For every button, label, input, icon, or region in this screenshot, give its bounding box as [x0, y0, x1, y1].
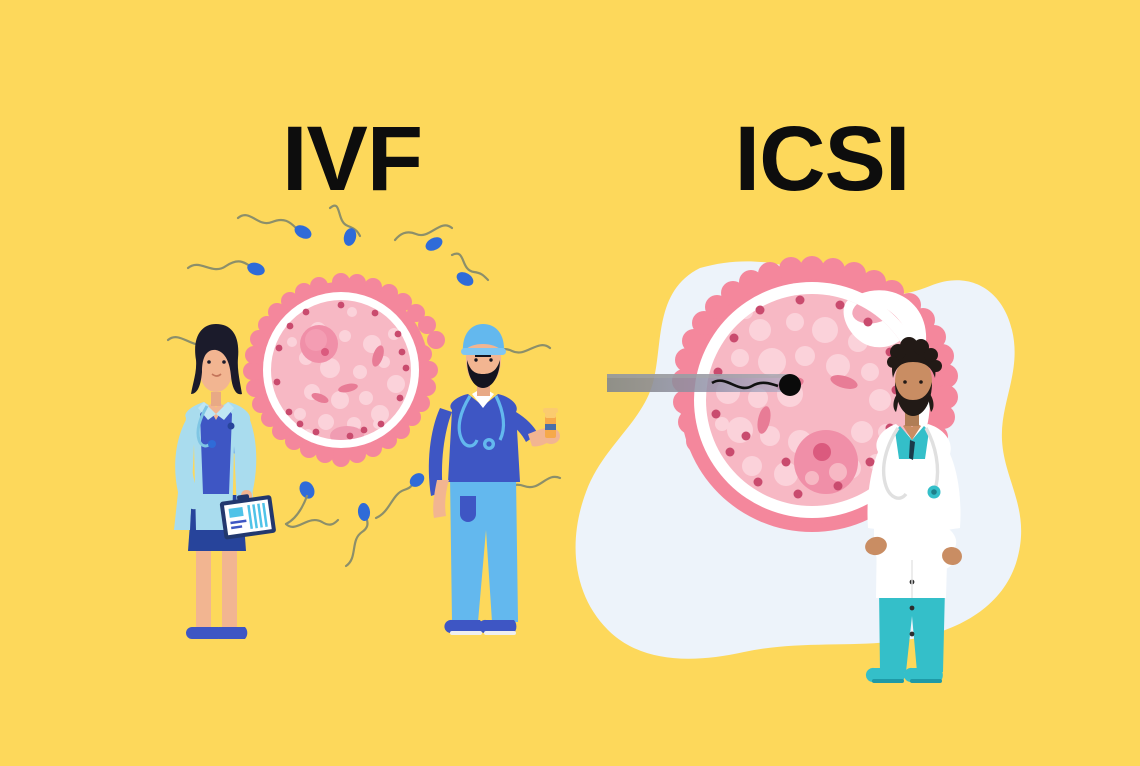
shoe-sole-right — [910, 679, 942, 683]
hand-left — [865, 536, 887, 556]
tie — [909, 440, 915, 460]
clipboard-icon — [219, 494, 276, 540]
lapel-right — [216, 402, 234, 420]
egg-cell-icon-ivf — [243, 273, 445, 467]
sperm-icon — [374, 473, 425, 520]
sperm-head — [779, 374, 801, 396]
stethoscope-icon — [196, 405, 213, 448]
shoe-right — [903, 667, 943, 682]
arm-left — [175, 420, 202, 510]
sperm-icon — [393, 224, 454, 251]
person-female-doctor — [174, 324, 276, 639]
shoe-right — [213, 627, 248, 639]
stethoscope-tube — [924, 427, 940, 487]
sleeve-right — [940, 454, 961, 530]
lapel-left — [198, 402, 216, 420]
eye-left — [474, 358, 478, 362]
sperm-group-ivf — [166, 204, 562, 568]
mouth — [211, 373, 222, 377]
person-male-surgeon — [428, 324, 560, 635]
beard — [467, 360, 500, 388]
eye-right — [222, 360, 226, 364]
leg-left — [196, 545, 211, 627]
eye-left — [207, 360, 211, 364]
eye-right — [489, 358, 493, 362]
eye-right — [919, 380, 923, 384]
stethoscope-icon — [457, 395, 479, 448]
shirt — [200, 406, 232, 494]
sperm-icon — [236, 214, 312, 239]
shoe-left — [865, 667, 905, 682]
sperm-icon — [450, 252, 490, 286]
stethoscope-chestpiece — [208, 440, 216, 448]
arm-left-sleeve — [428, 408, 452, 496]
cap-band — [461, 348, 506, 355]
panel-title-icsi: ICSI — [735, 108, 910, 210]
scrub-top — [448, 394, 520, 482]
hair — [191, 324, 242, 395]
beard — [895, 382, 932, 416]
neck — [211, 392, 221, 406]
shoe-sole-left — [450, 631, 482, 635]
neckline — [208, 403, 224, 420]
shoe-sole-right — [484, 631, 516, 635]
vial-icon — [543, 408, 558, 438]
sperm-icon — [284, 481, 340, 528]
stethoscope-icon — [881, 427, 908, 500]
stethoscope-tube — [494, 395, 506, 441]
sideburn-left — [893, 394, 899, 412]
arm-lower-crossed — [876, 538, 955, 573]
eye-left — [903, 380, 907, 384]
sideburn-right — [928, 394, 934, 412]
stethoscope-diaphragm — [486, 441, 492, 447]
shoe-left — [444, 619, 483, 633]
perimeter-dots-ivf — [273, 301, 410, 440]
person-male-doctor — [865, 337, 962, 683]
sperm-icon — [186, 260, 265, 276]
shoe-left — [186, 627, 221, 639]
shoe-right — [478, 619, 517, 633]
neckline — [903, 423, 921, 440]
hair — [887, 337, 942, 378]
forearm-left — [433, 480, 449, 518]
panel-title-ivf: IVF — [282, 108, 422, 210]
surgical-cap — [462, 324, 505, 352]
leg-right — [222, 545, 237, 627]
shoe-sole-left — [872, 679, 904, 683]
sperm-icon-injected — [711, 374, 801, 396]
trousers — [879, 588, 945, 672]
rim-highlight — [856, 290, 927, 416]
sperm-icon — [344, 503, 371, 568]
pants-pocket — [460, 496, 476, 522]
sperm-icon — [328, 204, 362, 246]
arm-right — [240, 420, 257, 494]
coat-badge — [227, 422, 235, 430]
stethoscope-diaphragm — [931, 489, 937, 495]
hand-right — [942, 546, 962, 566]
cytoplasm-ivf — [271, 300, 411, 440]
